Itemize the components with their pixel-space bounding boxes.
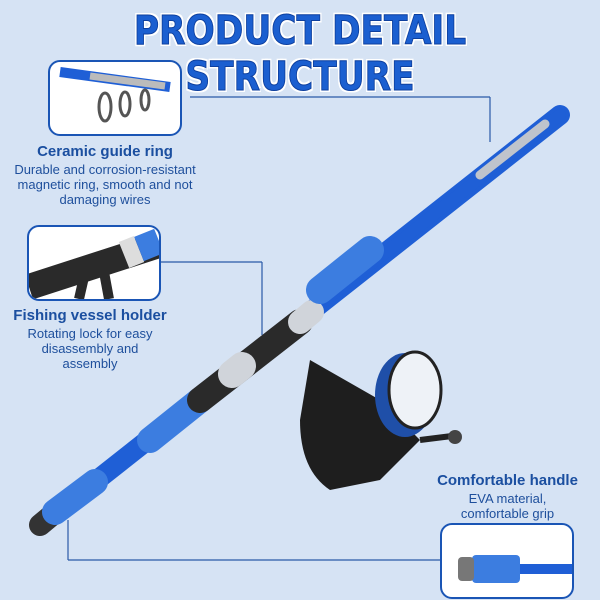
reel	[300, 350, 462, 490]
reel-holder-image	[27, 225, 161, 301]
fore-grip	[306, 236, 384, 304]
feature-description: Durable and corrosion-resistant magnetic…	[14, 162, 196, 207]
feature-handle: Comfortable handle EVA material, comfort…	[425, 472, 590, 521]
rod	[29, 105, 570, 536]
callout-lines	[67, 96, 491, 561]
guide-ring-image	[48, 60, 182, 136]
feature-description: Rotating lock for easy disassembly and a…	[27, 326, 153, 371]
feature-guide-ring: Ceramic guide ring Durable and corrosion…	[10, 143, 200, 207]
handle-grip-lower	[42, 469, 108, 525]
feature-title: Comfortable handle	[437, 472, 578, 489]
feature-title: Ceramic guide ring	[37, 143, 173, 160]
handle-image	[440, 523, 574, 599]
page-title: PRODUCT DETAIL STRUCTURE	[133, 8, 467, 101]
feature-title: Fishing vessel holder	[13, 307, 167, 324]
feature-description: EVA material, comfortable grip	[460, 491, 555, 521]
feature-reel-holder: Fishing vessel holder Rotating lock for …	[5, 307, 175, 371]
